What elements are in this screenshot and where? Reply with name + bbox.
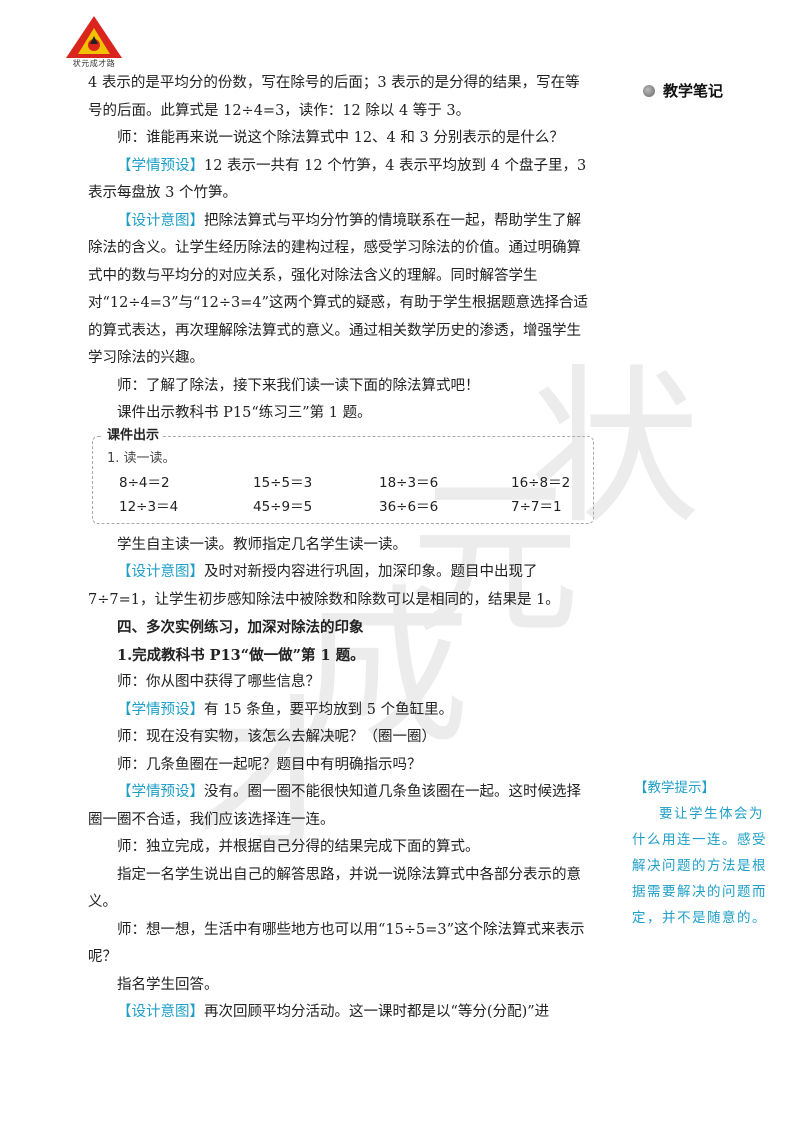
paragraph-text: 有 15 条鱼，要平均放到 5 个鱼缸里。 — [204, 701, 454, 718]
paragraph: 4 表示的是平均分的份数，写在除号的后面；3 表示的是分得的结果，写在等号的后面… — [88, 70, 593, 125]
equation: 15÷5＝3 — [253, 474, 313, 491]
section-tag: 【设计意图】 — [117, 1004, 204, 1020]
paragraph: 【设计意图】及时对新授内容进行巩固，加深印象。题目中出现了 7÷7=1，让学生初… — [88, 559, 593, 614]
equation: 12÷3＝4 — [119, 498, 179, 515]
brand-logo — [66, 16, 122, 58]
section-tag: 【学情预设】 — [117, 157, 204, 174]
tip-title: 【教学提示】 — [634, 780, 715, 796]
section-tag: 【学情预设】 — [117, 784, 204, 800]
paragraph-text: 指定一名学生说出自己的解答思路，并说一说除法算式中各部分表示的意义。 — [88, 866, 581, 911]
courseware-title: 课件出示 — [103, 425, 164, 446]
equation: 7÷7＝1 — [511, 498, 562, 515]
paragraph: 课件出示教科书 P15“练习三”第 1 题。 — [88, 400, 593, 428]
paragraph: 师：独立完成，并根据自己分得的结果完成下面的算式。 — [88, 834, 593, 862]
paragraph: 师：谁能再来说一说这个除法算式中 12、4 和 3 分别表示的是什么？ — [88, 125, 593, 153]
equation: 18÷3＝6 — [379, 474, 439, 491]
paragraph-text: 12 表示一共有 12 个竹笋，4 表示平均放到 4 个盘子里，3 表示每盘放 … — [88, 157, 587, 202]
equation: 8÷4＝2 — [119, 474, 170, 491]
paragraph-text: 师：了解了除法，接下来我们读一读下面的除法算式吧！ — [117, 377, 480, 394]
paragraph-text: 学生自主读一读。教师指定几名学生读一读。 — [117, 536, 407, 553]
teaching-tip: 【教学提示】 要让学生体会为什么用连一连。感受解决问题的方法是根据需要解决的问题… — [632, 775, 777, 931]
paragraph: 【学情预设】没有。圈一圈不能很快知道几条鱼该圈在一起。这时候选择圈一圈不合适，我… — [88, 779, 593, 834]
paragraph-text: 1.完成教科书 P13“做一做”第 1 题。 — [117, 646, 365, 664]
equation: 36÷6＝6 — [379, 498, 439, 515]
main-content: 4 表示的是平均分的份数，写在除号的后面；3 表示的是分得的结果，写在等号的后面… — [88, 70, 594, 1027]
paragraph-text: 师：现在没有实物，该怎么去解决呢？（圈一圈） — [117, 729, 436, 745]
paragraph-text: 没有。圈一圈不能很快知道几条鱼该圈在一起。这时候选择圈一圈不合适，我们应该选择连… — [88, 784, 581, 828]
paragraph-text: 师：独立完成，并根据自己分得的结果完成下面的算式。 — [117, 839, 480, 855]
paragraph: 【学情预设】有 15 条鱼，要平均放到 5 个鱼缸里。 — [88, 697, 593, 725]
paragraph: 【学情预设】12 表示一共有 12 个竹笋，4 表示平均放到 4 个盘子里，3 … — [88, 153, 593, 208]
equation: 16÷8＝2 — [511, 474, 571, 491]
paragraph-group-1: 4 表示的是平均分的份数，写在除号的后面；3 表示的是分得的结果，写在等号的后面… — [88, 70, 593, 428]
paragraph-text: 师：你从图中获得了哪些信息？ — [117, 674, 320, 690]
paragraph-text: 课件出示教科书 P15“练习三”第 1 题。 — [117, 405, 372, 421]
paragraph: 指名学生回答。 — [88, 972, 593, 1000]
paragraph-text: 指名学生回答。 — [117, 976, 219, 993]
paragraph-text: 把除法算式与平均分竹笋的情境联系在一起，帮助学生了解除法的含义。让学生经历除法的… — [88, 212, 589, 367]
paragraph: 师：几条鱼圈在一起呢？题目中有明确指示吗？ — [88, 752, 593, 780]
paragraph-text: 四、多次实例练习，加深对除法的印象 — [117, 619, 364, 636]
paragraph: 师：了解了除法，接下来我们读一读下面的除法算式吧！ — [88, 373, 593, 401]
paragraph-text: 师：谁能再来说一说这个除法算式中 12、4 和 3 分别表示的是什么？ — [117, 130, 564, 146]
teaching-notes-label: 教学笔记 — [663, 82, 724, 100]
section-tag: 【学情预设】 — [117, 701, 204, 718]
section-tag: 【设计意图】 — [117, 564, 204, 580]
courseware-question: 1. 读一读。 — [107, 450, 176, 466]
paragraph: 指定一名学生说出自己的解答思路，并说一说除法算式中各部分表示的意义。 — [88, 862, 593, 917]
paragraph-text: 4 表示的是平均分的份数，写在除号的后面；3 表示的是分得的结果，写在等号的后面… — [88, 75, 580, 119]
equation: 45÷9＝5 — [253, 498, 313, 515]
paragraph: 【设计意图】再次回顾平均分活动。这一课时都是以“等分(分配)”进 — [88, 999, 593, 1027]
section-tag: 【设计意图】 — [117, 212, 204, 229]
paragraph-text: 再次回顾平均分活动。这一课时都是以“等分(分配)”进 — [204, 1004, 550, 1020]
tip-body: 要让学生体会为什么用连一连。感受解决问题的方法是根据需要解决的问题而定，并不是随… — [632, 806, 767, 926]
paragraph: 四、多次实例练习，加深对除法的印象 — [88, 614, 593, 642]
paragraph: 【设计意图】把除法算式与平均分竹笋的情境联系在一起，帮助学生了解除法的含义。让学… — [88, 208, 593, 373]
paragraph-text: 师：想一想，生活中有哪些地方也可以用“15÷5=3”这个除法算式来表示呢？ — [88, 921, 585, 966]
paragraph: 师：想一想，生活中有哪些地方也可以用“15÷5=3”这个除法算式来表示呢？ — [88, 917, 593, 972]
paragraph: 学生自主读一读。教师指定几名学生读一读。 — [88, 532, 593, 560]
paragraph: 师：你从图中获得了哪些信息？ — [88, 669, 593, 697]
bullet-dot-icon — [643, 84, 655, 97]
paragraph-text: 及时对新授内容进行巩固，加深印象。题目中出现了 7÷7=1，让学生初步感知除法中… — [88, 564, 560, 608]
paragraph-text: 师：几条鱼圈在一起呢？题目中有明确指示吗？ — [117, 756, 422, 773]
paragraph-group-2: 学生自主读一读。教师指定几名学生读一读。【设计意图】及时对新授内容进行巩固，加深… — [88, 532, 593, 1027]
logo-text: 状元成才路 — [72, 59, 116, 68]
courseware-box: 课件出示 1. 读一读。 8÷4＝2 15÷5＝3 18÷3＝6 16÷8＝2 … — [92, 425, 594, 524]
teaching-notes-header: 教学笔记 — [643, 80, 723, 101]
paragraph: 师：现在没有实物，该怎么去解决呢？（圈一圈） — [88, 724, 593, 752]
paragraph: 1.完成教科书 P13“做一做”第 1 题。 — [88, 642, 593, 670]
